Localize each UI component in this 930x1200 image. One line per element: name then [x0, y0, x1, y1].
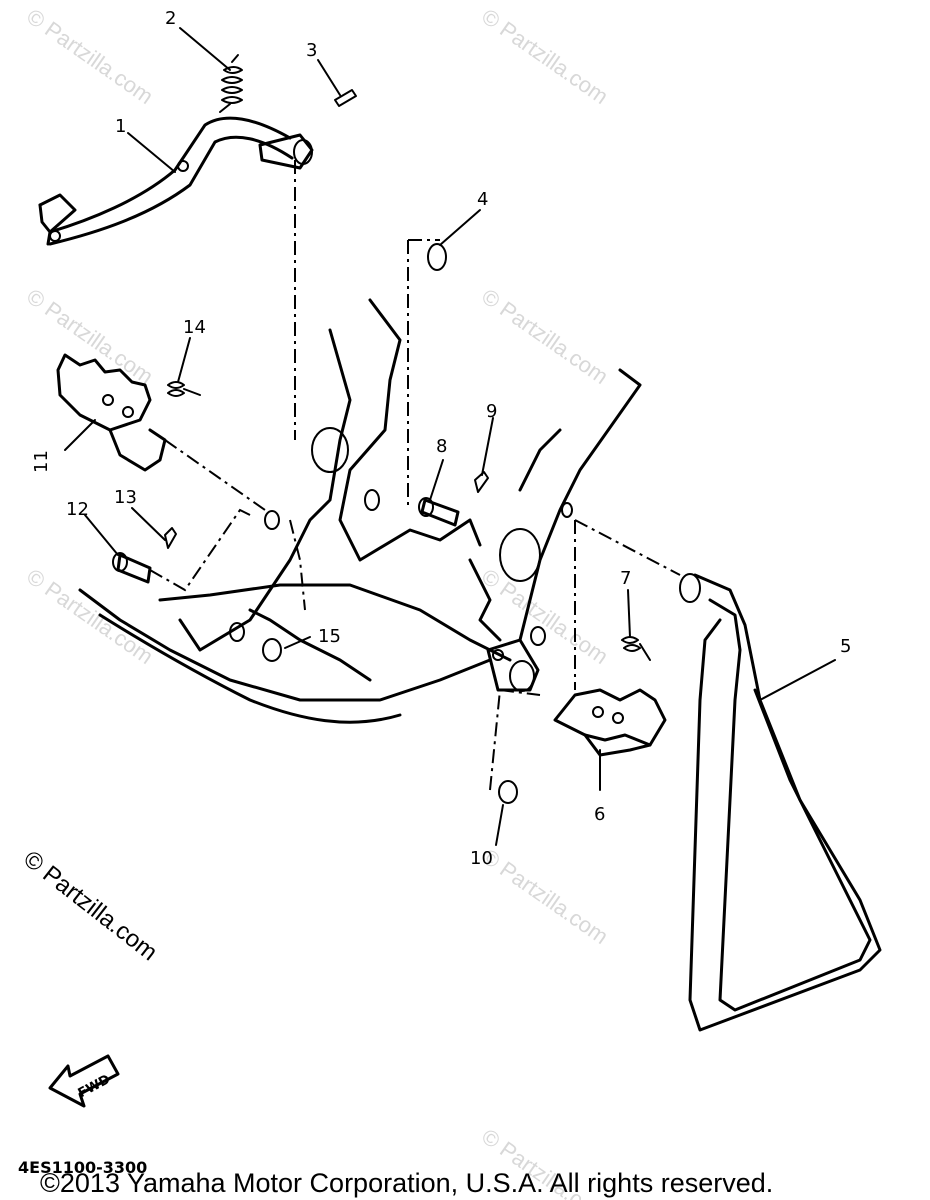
callout-13: 13	[114, 487, 137, 508]
footpeg-right	[553, 688, 667, 757]
copyright-notice: ©2013 Yamaha Motor Corporation, U.S.A. A…	[40, 1168, 774, 1198]
callout-7: 7	[620, 568, 631, 589]
pivot-pin-right	[418, 471, 489, 527]
callout-1: 1	[115, 116, 126, 137]
callout-4: 4	[477, 189, 488, 210]
watermark-1: © Partzilla.com	[22, 4, 158, 110]
spring-7	[621, 636, 651, 661]
callout-8: 8	[436, 436, 447, 457]
watermark-2: © Partzilla.com	[477, 4, 613, 110]
return-spring	[219, 54, 243, 113]
watermark-4: © Partzilla.com	[477, 284, 613, 390]
cotter-pin-top	[334, 89, 357, 107]
spring-14	[167, 381, 201, 397]
diagram-code: 4ES1100-3300	[18, 1158, 148, 1177]
fwd-arrow: FWD	[48, 1054, 120, 1108]
fwd-label: FWD	[76, 1072, 113, 1101]
watermark-7: © Partzilla.com	[477, 844, 613, 950]
watermarks: © Partzilla.com © Partzilla.com © Partzi…	[22, 4, 613, 1200]
pivot-boss	[486, 638, 540, 692]
side-stand	[679, 573, 882, 1032]
pivot-pin-left	[112, 527, 177, 584]
callout-11: 11	[31, 450, 52, 473]
callout-5: 5	[840, 636, 851, 657]
callout-6: 6	[594, 804, 605, 825]
bushing-15	[262, 638, 282, 662]
callout-numbers: 1 2 3 4 5 6 7 8 9 10 11 12 13 14 15	[31, 8, 851, 869]
leader-lines	[64, 27, 836, 846]
footpeg-left	[56, 353, 167, 472]
callout-2: 2	[165, 8, 176, 29]
callout-12: 12	[66, 499, 89, 520]
watermark-5: © Partzilla.com	[22, 564, 158, 670]
washer-4	[427, 243, 447, 271]
partzilla-watermark: © Partzilla.com	[18, 845, 162, 966]
callout-10: 10	[470, 848, 493, 869]
assembly-lines	[149, 160, 681, 791]
callout-14: 14	[183, 317, 206, 338]
callout-15: 15	[318, 626, 341, 647]
watermark-3: © Partzilla.com	[22, 284, 158, 390]
callout-3: 3	[306, 40, 317, 61]
washer-10	[498, 780, 518, 804]
brake-pedal	[38, 116, 314, 246]
callout-9: 9	[486, 401, 497, 422]
frame	[78, 298, 642, 724]
